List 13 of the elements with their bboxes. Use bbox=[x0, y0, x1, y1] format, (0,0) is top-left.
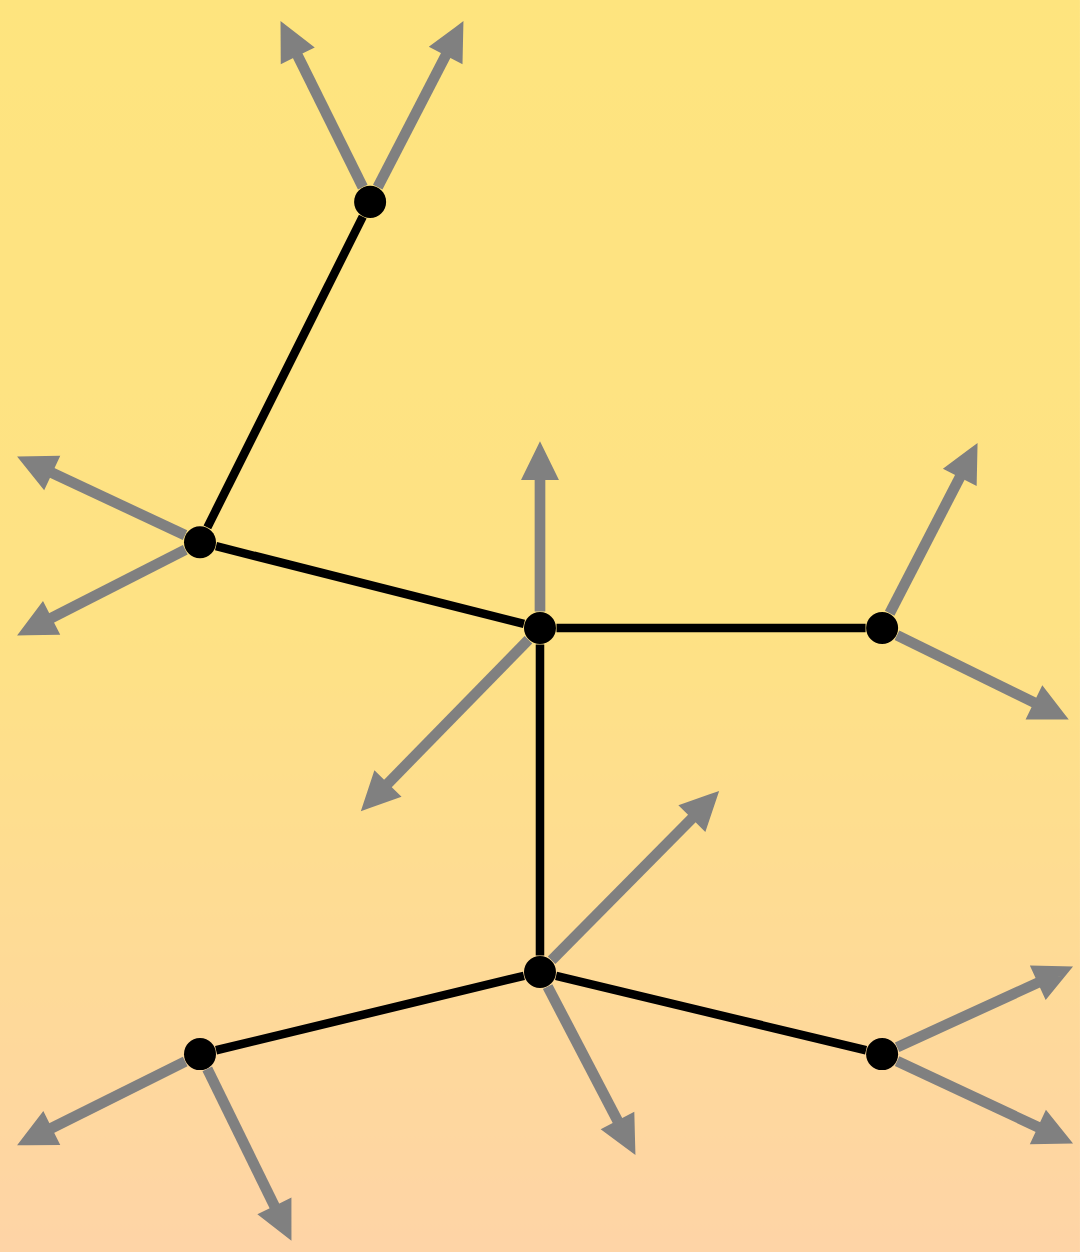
connector-line bbox=[203, 214, 367, 530]
dot bbox=[184, 526, 216, 559]
connector-line bbox=[215, 542, 525, 629]
dot bbox=[524, 612, 556, 644]
connector-line bbox=[535, 644, 545, 956]
dot bbox=[524, 956, 556, 988]
dot bbox=[866, 1038, 899, 1071]
dot bbox=[866, 612, 899, 644]
connector-line bbox=[556, 623, 866, 633]
connector-line bbox=[215, 971, 525, 1055]
connector-line bbox=[555, 971, 868, 1055]
dot bbox=[354, 185, 387, 218]
dot bbox=[184, 1038, 216, 1071]
